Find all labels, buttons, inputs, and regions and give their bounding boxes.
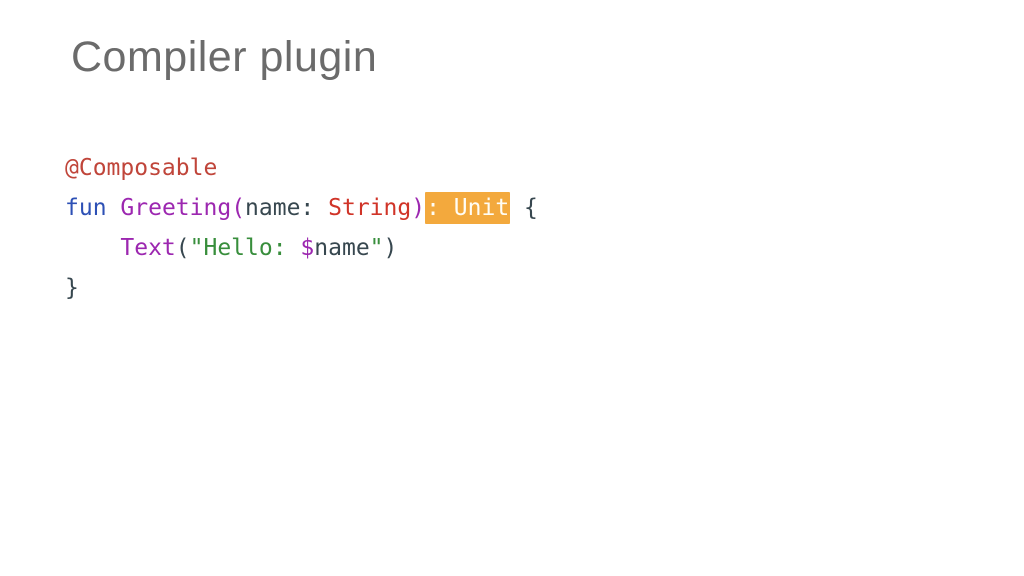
- code-line: @Composable: [65, 148, 538, 188]
- code-line: }: [65, 268, 538, 308]
- code-token-plain: [107, 195, 121, 221]
- code-token-annotation: @Composable: [65, 155, 218, 181]
- code-token-plain: [65, 235, 120, 261]
- code-token-plain: ): [383, 235, 398, 261]
- code-token-string: "Hello:: [189, 235, 301, 261]
- slide-title: Compiler plugin: [71, 33, 378, 81]
- code-token-template: $: [300, 235, 315, 261]
- code-token-function: Text: [120, 235, 176, 261]
- code-token-function: (: [231, 195, 246, 221]
- code-line: Text("Hello: $name"): [65, 228, 538, 268]
- code-token-function: ): [411, 195, 426, 221]
- code-token-function: Greeting: [120, 195, 232, 221]
- code-token-plain: (: [175, 235, 190, 261]
- code-token-highlight: : Unit: [425, 192, 511, 224]
- code-token-keyword: fun: [65, 195, 107, 221]
- code-line: fun Greeting(name: String): Unit {: [65, 188, 538, 228]
- code-token-plain: }: [65, 275, 79, 301]
- code-token-plain: name:: [245, 195, 329, 221]
- code-token-string: ": [369, 235, 384, 261]
- code-token-plain: {: [510, 195, 538, 221]
- code-token-plain: name: [314, 235, 370, 261]
- code-token-type: String: [328, 195, 412, 221]
